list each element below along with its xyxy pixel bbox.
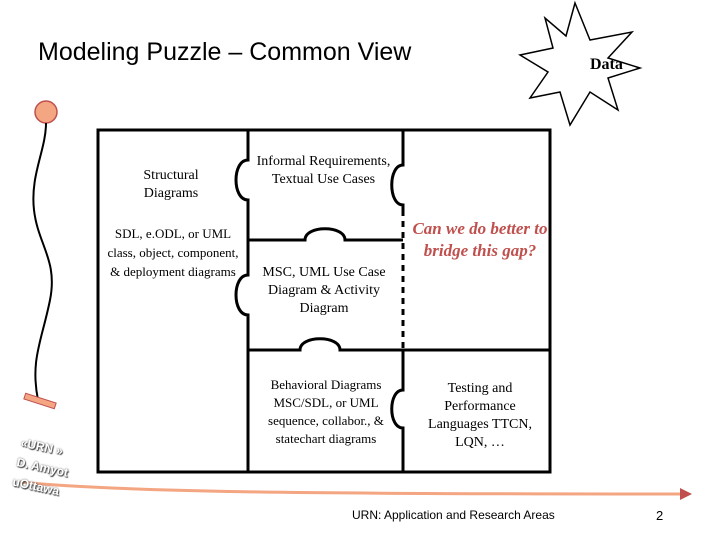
puzzle-outer-frame — [96, 128, 552, 474]
urn-watermark: «URN » D. Amyot uOttawa — [7, 433, 102, 528]
puzzle-hline-upper — [248, 227, 403, 242]
puzzle-divider-right-bottom — [390, 350, 405, 472]
timeline-arrow — [19, 480, 681, 496]
data-burst-label: Data — [590, 56, 623, 73]
testing-performance: Testing and Performance Languages TTCN, … — [428, 381, 532, 450]
structural-heading: Structural Diagrams — [143, 168, 199, 201]
pendulum-knob — [34, 100, 58, 124]
puzzle-divider-left — [234, 130, 250, 472]
gap-question: Can we do better to bridge this gap? — [412, 219, 548, 260]
page-title: Modeling Puzzle – Common View — [38, 38, 412, 66]
pendulum-weight — [23, 392, 57, 410]
data-burst-shape — [517, 0, 643, 127]
puzzle-hline-lower — [248, 337, 403, 352]
structural-body: SDL, e.ODL, or UML class, object, compon… — [107, 226, 239, 279]
behavioral-diagrams: Behavioral Diagrams MSC/SDL, or UML sequ… — [268, 377, 384, 446]
pendulum-rope — [32, 122, 53, 401]
footer-text: URN: Application and Research Areas — [352, 508, 555, 522]
msc-diagram-text: MSC, UML Use Case Diagram & Activity Dia… — [262, 265, 386, 316]
puzzle-divider-right-top — [390, 130, 405, 210]
page-number: 2 — [656, 508, 664, 523]
timeline-arrowhead — [680, 488, 692, 500]
informal-requirements: Informal Requirements, Textual Use Cases — [256, 154, 391, 187]
